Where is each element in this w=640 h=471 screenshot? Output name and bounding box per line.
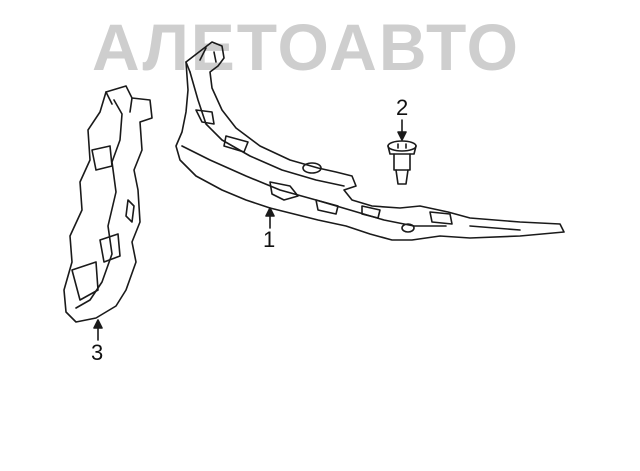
part-1-deflector-panel (175, 41, 565, 241)
callout-2: 2 (396, 95, 409, 120)
leader-line-2 (397, 119, 407, 141)
part-2-retainer-clip (387, 140, 417, 185)
callout-3: 3 (91, 340, 104, 365)
leader-line-1 (265, 207, 275, 229)
callout-1: 1 (263, 227, 276, 252)
part-3-side-air-guide (63, 85, 153, 323)
watermark-logo: АЛЕТОАВТО (92, 10, 520, 84)
leader-line-3 (93, 319, 103, 341)
